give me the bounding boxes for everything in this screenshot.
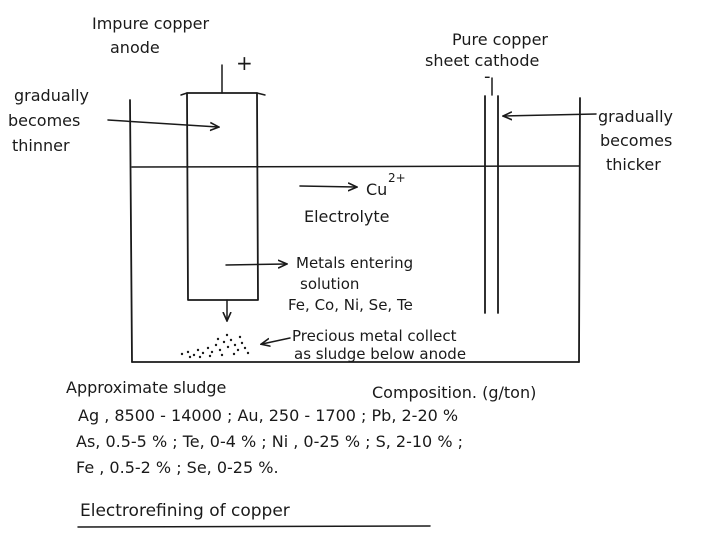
thinner-label-line3: thinner xyxy=(12,136,70,155)
electrolyte-label: Electrolyte xyxy=(304,207,390,226)
impure-copper-anode xyxy=(180,64,266,301)
metals-label-line1: Metals entering xyxy=(296,254,413,272)
anode-tick-right xyxy=(256,92,266,96)
metals-label-line3: Fe, Co, Ni, Se, Te xyxy=(288,296,413,314)
copper-ion-arrow xyxy=(299,186,356,187)
thicker-annotation: gradually becomes thicker xyxy=(504,107,673,174)
metals-label-line2: solution xyxy=(300,275,359,293)
figure-title-underline xyxy=(77,525,431,528)
electrolyte-surface xyxy=(131,165,580,168)
thinner-label-line1: gradually xyxy=(14,86,89,105)
anode-label-line1: Impure copper xyxy=(92,14,210,33)
anode-tick-left xyxy=(180,92,188,96)
sludge-label-line1: Precious metal collect xyxy=(292,327,457,345)
thinner-label-line2: becomes xyxy=(8,111,80,130)
composition-line3: Fe , 0.5-2 % ; Se, 0-25 %. xyxy=(76,458,279,477)
metals-arrow xyxy=(225,264,286,265)
sludge-label-line2: as sludge below anode xyxy=(294,345,466,363)
composition-line2: As, 0.5-5 % ; Te, 0-4 % ; Ni , 0-25 % ; … xyxy=(76,432,463,451)
pure-copper-cathode xyxy=(484,77,499,314)
metals-annotation: Metals entering solution Fe, Co, Ni, Se,… xyxy=(225,254,413,314)
figure-title: Electrorefining of copper xyxy=(77,501,431,528)
copper-ion-symbol: Cu xyxy=(366,180,387,199)
sludge-arrow xyxy=(262,337,291,344)
cathode-label-line2: sheet cathode xyxy=(425,51,539,70)
sludge-composition-notes: Approximate sludge Composition. (g/ton) … xyxy=(66,378,536,477)
sludge-annotation: Precious metal collect as sludge below a… xyxy=(180,299,466,363)
thicker-label-line1: gradually xyxy=(598,107,673,126)
sludge-dots xyxy=(180,333,250,359)
thicker-arrow xyxy=(504,114,597,116)
composition-heading-right: Composition. (g/ton) xyxy=(372,383,536,402)
anode-plate xyxy=(186,92,259,301)
copper-ion-annotation: Cu 2+ xyxy=(299,171,406,199)
cathode-negative-sign: - xyxy=(484,66,491,87)
anode-label-line2: anode xyxy=(110,38,160,57)
composition-line1: Ag , 8500 - 14000 ; Au, 250 - 1700 ; Pb,… xyxy=(78,406,458,425)
tank-left-wall xyxy=(129,99,133,363)
composition-heading-left: Approximate sludge xyxy=(66,378,226,397)
thicker-label-line2: becomes xyxy=(600,131,672,150)
electrolytic-tank xyxy=(129,97,581,363)
copper-ion-charge: 2+ xyxy=(388,171,406,185)
thicker-label-line3: thicker xyxy=(606,155,661,174)
thinner-annotation: gradually becomes thinner xyxy=(8,86,218,155)
figure-title-text: Electrorefining of copper xyxy=(80,501,290,521)
anode-positive-sign: + xyxy=(236,51,253,75)
thinner-arrow xyxy=(107,119,218,127)
cathode-label-line1: Pure copper xyxy=(452,30,548,49)
tank-right-wall xyxy=(578,97,581,363)
